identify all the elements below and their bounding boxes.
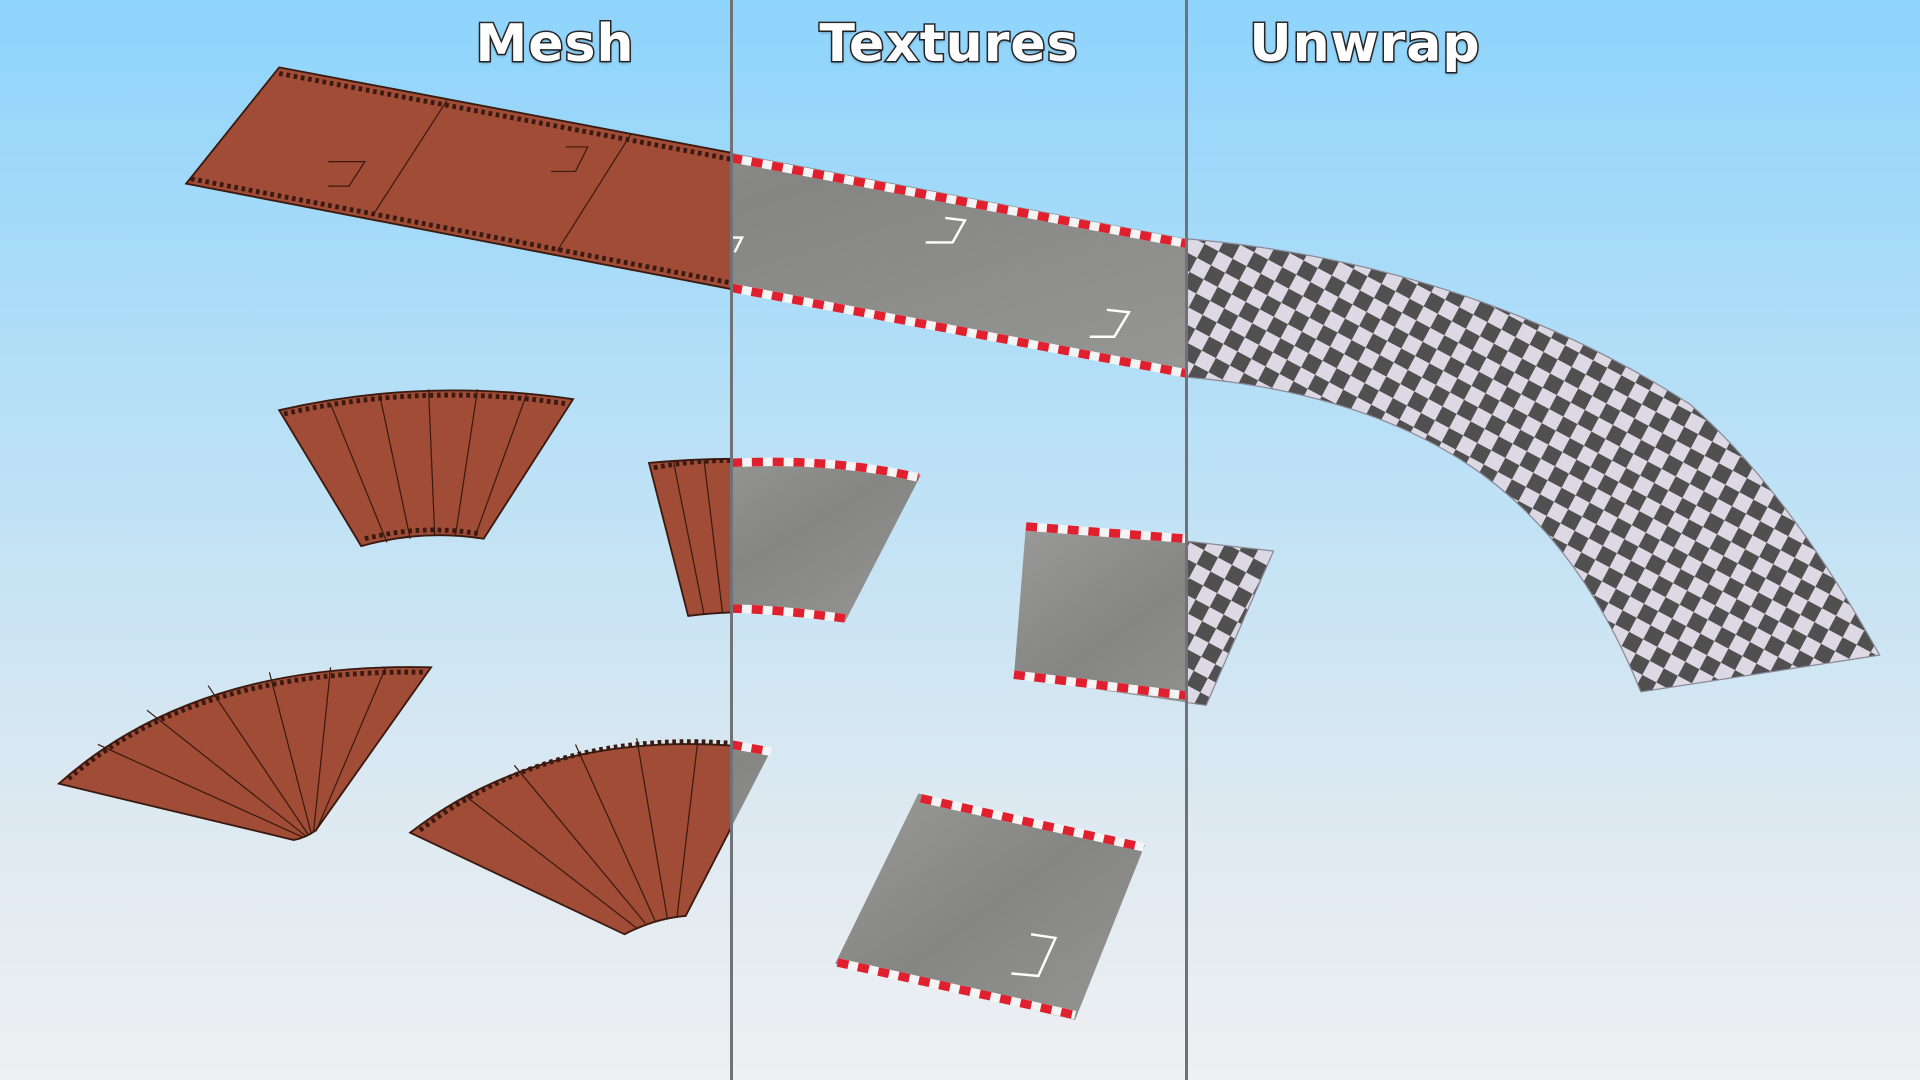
curb-red bbox=[731, 153, 1187, 1020]
road-markings bbox=[731, 216, 1132, 978]
unwrap-curved-road bbox=[1186, 238, 1881, 693]
mesh-curb-edges bbox=[66, 71, 732, 833]
section-label-unwrap: Unwrap bbox=[1248, 13, 1481, 76]
mesh-curve-piece bbox=[278, 389, 574, 548]
textured-pieces bbox=[731, 67, 1187, 1020]
mesh-pieces bbox=[57, 66, 732, 936]
unwrap-pieces bbox=[1186, 238, 1881, 706]
textured-diamond-piece bbox=[835, 793, 1145, 1020]
mesh-wireframe-lines bbox=[97, 100, 724, 929]
mesh-wide-curve-piece bbox=[409, 743, 732, 936]
section-label-textures: Textures bbox=[818, 13, 1079, 76]
section-label-mesh: Mesh bbox=[474, 13, 635, 76]
section-divider bbox=[730, 0, 733, 1080]
section-divider bbox=[1185, 0, 1188, 1080]
